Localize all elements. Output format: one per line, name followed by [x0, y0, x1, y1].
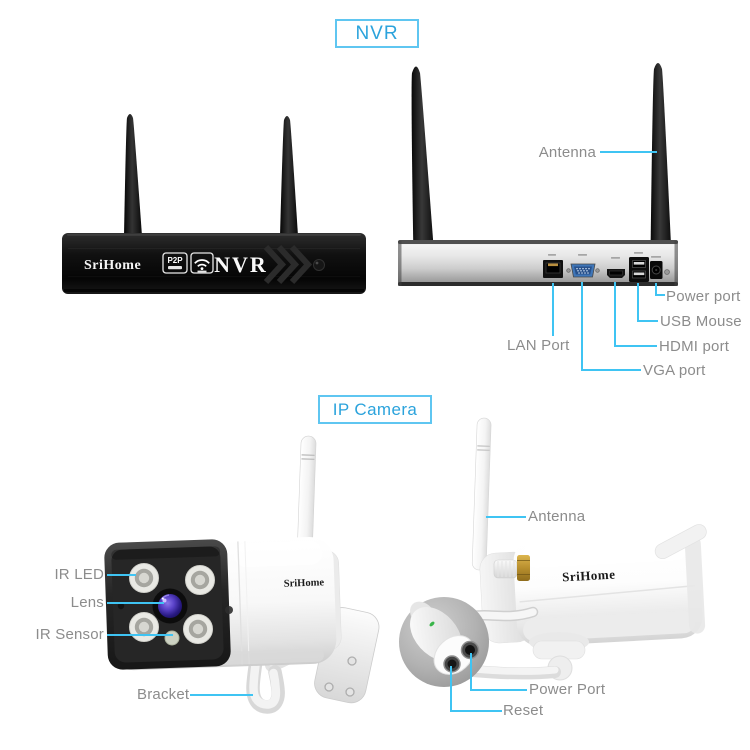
label-lens: Lens [70, 594, 104, 611]
leader-line-cam-power-v [470, 653, 472, 691]
chassis-right-edge [674, 241, 678, 286]
leader-line-usb-v [637, 283, 639, 322]
port-markings [548, 252, 661, 259]
wifi-badge-icon [190, 252, 214, 274]
label-vga-port: VGA port [643, 362, 706, 379]
body-screw [225, 606, 233, 614]
label-power-port: Power port [666, 288, 741, 305]
chevron-right-icons [263, 244, 313, 285]
leader-line-lan [552, 283, 554, 336]
leader-line-power-v [655, 283, 657, 296]
ir-receiver-knob [313, 259, 325, 271]
leader-line-lens [107, 602, 164, 604]
leader-line-bracket [190, 694, 253, 696]
ip-camera-rear-view: SriHome [399, 417, 707, 687]
nvr-model-text: NVR [214, 252, 268, 277]
label-ir-led: IR LED [54, 566, 104, 583]
camera-brand-text: SriHome [284, 577, 325, 589]
label-bracket: Bracket [137, 686, 190, 703]
brushed-line [68, 248, 360, 249]
nvr-back-antenna-left [411, 66, 435, 259]
nvr-front-bottom-edge [64, 289, 364, 292]
label-reset: Reset [503, 702, 544, 719]
leader-line-irsensor [107, 634, 173, 636]
ip-camera-front-view: SriHome [104, 435, 380, 714]
hdmi-port [607, 269, 625, 278]
p2p-badge-text: P2P [167, 256, 183, 265]
ir-led [129, 612, 159, 642]
leader-line-cam-power-h [470, 689, 527, 691]
chassis-bottom-rim [398, 282, 678, 286]
nvr-title-text: NVR [355, 22, 399, 44]
vga-port [566, 263, 600, 278]
label-lan-port: LAN Port [507, 337, 570, 354]
nvr-section-title: NVR [335, 19, 419, 48]
nvr-brand-text: SriHome [84, 258, 141, 273]
leader-line-nvr-antenna [600, 151, 657, 153]
ir-led-array [129, 563, 215, 644]
leader-line-hdmi-h [614, 345, 657, 347]
ir-led [185, 565, 215, 595]
nvr-front-view: SriHome P2P NVR [62, 114, 366, 294]
camera-antenna-rear [471, 417, 492, 571]
p2p-badge: P2P [162, 252, 188, 274]
camera-brand-text-rear: SriHome [562, 567, 616, 585]
label-cam-antenna: Antenna [528, 508, 586, 525]
sma-gold-connector [517, 555, 530, 581]
power-port-jack [650, 261, 663, 279]
nvr-front-antenna-right [280, 116, 298, 236]
status-led [429, 621, 435, 627]
label-cam-power-port: Power Port [529, 681, 606, 698]
nvr-front-chassis [62, 233, 366, 294]
label-nvr-antenna: Antenna [538, 144, 596, 161]
bracket-arm-upper [654, 524, 707, 560]
ip-camera-section-title: IP Camera [318, 395, 432, 424]
antenna-connector [493, 555, 530, 581]
camera-rear-body [479, 531, 706, 646]
connector-inset [399, 597, 489, 687]
reset-hole [443, 655, 461, 673]
label-ir-sensor: IR Sensor [35, 626, 104, 643]
leader-line-cam-antenna [486, 516, 526, 518]
label-usb-mouse: USB Mouse [660, 313, 742, 330]
face-screw [117, 602, 125, 610]
nvr-back-antenna-right [650, 63, 672, 256]
label-hdmi-port: HDMI port [659, 338, 730, 355]
nvr-front-top-edge [67, 233, 361, 236]
ir-led [183, 614, 213, 644]
usb-ports [629, 257, 649, 282]
ip-camera-title-text: IP Camera [332, 399, 418, 419]
bracket-hook [246, 647, 285, 714]
leader-line-irled [107, 574, 136, 576]
chassis-left-edge [398, 241, 402, 286]
leader-line-hdmi-v [614, 282, 616, 347]
leader-line-usb-h [637, 320, 658, 322]
lan-port [543, 260, 563, 278]
knob-highlight [315, 261, 319, 265]
chassis-top-rim [398, 240, 678, 244]
leader-line-reset-v [450, 666, 452, 712]
camera-lens [152, 588, 188, 624]
leader-line-vga-v [581, 282, 583, 371]
nvr-back-view [398, 63, 678, 286]
leader-line-vga-h [581, 369, 641, 371]
chassis-screw-hole [664, 269, 670, 275]
ir-led [129, 563, 159, 593]
nvr-front-antenna-left [124, 114, 142, 236]
leader-line-reset-h [450, 710, 502, 712]
leader-line-power-h [655, 294, 665, 296]
